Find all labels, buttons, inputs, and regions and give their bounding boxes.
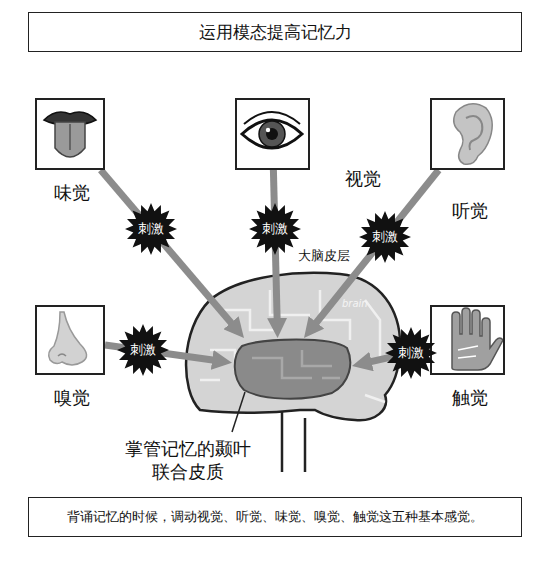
- stimulus-burst: 刺激: [117, 324, 169, 376]
- watermark-text: brain: [342, 298, 368, 311]
- stimulus-arrow: [101, 170, 234, 326]
- stimulus-burst: 刺激: [249, 203, 301, 255]
- sense-box: 视觉: [235, 98, 310, 170]
- stimulus-burst: 刺激: [385, 327, 437, 379]
- pupil: [266, 128, 278, 140]
- ear-icon: [454, 104, 493, 164]
- sense-box-label: 味觉: [37, 182, 107, 205]
- temporal-lobe-shape: [235, 340, 351, 399]
- sense-box-label: 视觉: [345, 168, 381, 191]
- burst-star: [125, 203, 177, 255]
- gyrus-line: [322, 377, 340, 380]
- nose-icon: [49, 312, 87, 365]
- title-box: 运用模态提高记忆力: [28, 12, 522, 52]
- edge-label: 刺激: [125, 203, 177, 255]
- burst-star: [249, 203, 301, 255]
- gyrus-line: [302, 350, 332, 366]
- sense-box: 嗅觉: [35, 305, 105, 375]
- sense-box-label: 触觉: [432, 387, 507, 410]
- caption-text: 背诵记忆的时候，调动视觉、听觉、味觉、嗅觉、触觉这五种基本感觉。: [57, 505, 493, 530]
- burst-star: [359, 211, 411, 263]
- caption-box: 背诵记忆的时候，调动视觉、听觉、味觉、嗅觉、触觉这五种基本感觉。: [28, 497, 522, 537]
- brain-stem: [304, 418, 307, 472]
- sense-box: 触觉: [430, 305, 505, 375]
- gyrus-line: [320, 290, 350, 340]
- sense-box: 听觉: [430, 98, 505, 170]
- stimulus-burst: 刺激: [359, 211, 411, 263]
- ear-inner: [466, 116, 482, 150]
- title-text: 运用模态提高记忆力: [189, 17, 362, 48]
- eye-highlight: [266, 128, 270, 132]
- edge-label: 刺激: [249, 203, 301, 255]
- gyrus-line: [210, 350, 235, 370]
- brain-region-shape: [186, 273, 400, 420]
- brain-region-label: 大脑皮层: [298, 248, 350, 264]
- tongue-icon: [55, 122, 85, 157]
- gyrus-line: [270, 290, 310, 315]
- iris: [259, 121, 285, 147]
- tongue-line: [69, 124, 71, 150]
- gyrus-line: [365, 395, 385, 402]
- sense-box-label: 听觉: [432, 200, 507, 223]
- temporal-lobe-outline: [232, 338, 352, 400]
- brain-region-outline: [180, 270, 402, 422]
- temporal-lobe: 掌管记忆的颞叶 联合皮质: [232, 338, 352, 400]
- edge-label: 刺激: [359, 211, 411, 263]
- nostril: [58, 354, 66, 356]
- burst-star: [385, 327, 437, 379]
- sense-box-label: 嗅觉: [37, 387, 107, 410]
- eye-icon: [242, 120, 302, 148]
- brain-region: 大脑皮层掌管记忆的颞叶 联合皮质: [180, 270, 402, 422]
- temporal-lobe-label: 掌管记忆的颞叶 联合皮质: [122, 438, 254, 483]
- gyrus-line: [200, 379, 220, 382]
- stimulus-burst: 刺激: [125, 203, 177, 255]
- edge-label: 刺激: [117, 324, 169, 376]
- brain-stem: [281, 412, 284, 472]
- palm-lines: [458, 346, 478, 358]
- hand-icon: [452, 308, 503, 370]
- burst-star: [117, 324, 169, 376]
- edge-label: 刺激: [385, 327, 437, 379]
- sense-box: 味觉: [35, 98, 105, 170]
